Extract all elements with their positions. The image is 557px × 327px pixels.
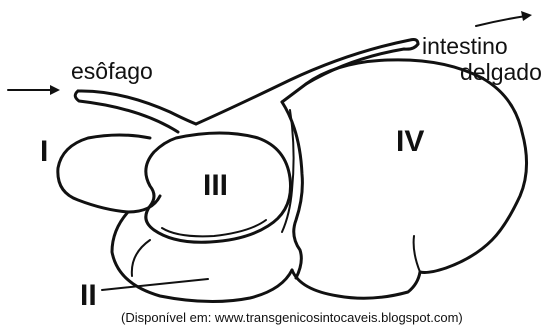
chamber-II-pointer: [102, 279, 208, 290]
chamber-II: [112, 212, 292, 302]
chamber-I-label: I: [40, 137, 48, 167]
intestine-arrow: [476, 11, 532, 26]
chamber-IV: [292, 60, 527, 298]
chamber-III-label: III: [203, 171, 228, 201]
esophagus-arrow: [8, 85, 60, 95]
intestine-label-line2: delgado: [460, 61, 542, 84]
intestine-label-line1: intestino: [422, 35, 508, 58]
source-credit: (Disponível em: www.transgenicosintocave…: [121, 311, 463, 324]
esophagus-label: esôfago: [71, 60, 153, 83]
chamber-II-label: II: [80, 281, 97, 311]
chamber-IV-label: IV: [396, 127, 424, 157]
esophagus-tube: [75, 91, 196, 132]
